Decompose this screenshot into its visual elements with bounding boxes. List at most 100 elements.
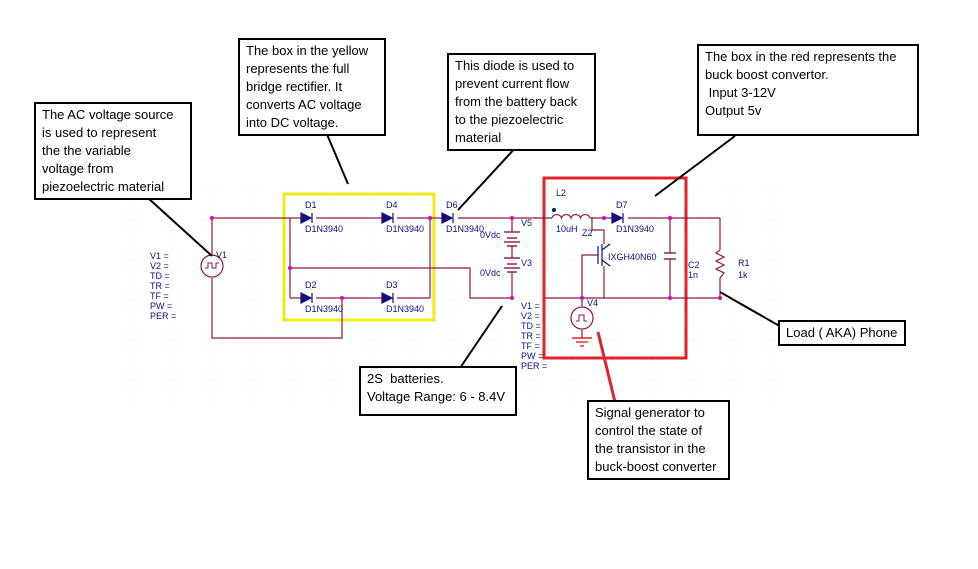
- capacitor-c2: [664, 252, 676, 260]
- junction-dot: [510, 216, 514, 220]
- note-bridge-rectifier: The box in the yellow represents the ful…: [238, 38, 386, 136]
- schematic-grid: [121, 189, 793, 401]
- label-v5-value: 0Vdc: [480, 230, 501, 240]
- note-ac-source: The AC voltage source is used to represe…: [34, 102, 192, 200]
- source-param: V1 =: [521, 301, 540, 311]
- note-line: buck boost convertor.: [705, 67, 829, 82]
- source-param: PER =: [521, 361, 547, 371]
- diode-d3: [381, 292, 394, 304]
- note-line: represents the full: [246, 61, 350, 76]
- buck-boost-box: [542, 176, 688, 360]
- note-line: to the piezoelectric: [455, 112, 564, 127]
- source-param: V1 =: [150, 251, 169, 261]
- note-blocking-diode: This diode is used to prevent current fl…: [447, 53, 596, 151]
- inductor-l2: [551, 208, 591, 220]
- note-line: 2S batteries.: [367, 371, 444, 386]
- note-line: This diode is used to: [455, 58, 575, 73]
- note-buck-boost: The box in the red represents the buck b…: [697, 44, 919, 136]
- note-load: Load ( AKA) Phone: [778, 320, 906, 346]
- junction-dot: [428, 216, 432, 220]
- junction-dot: [580, 296, 584, 300]
- pointer-lines: [147, 131, 784, 403]
- source-param: PW =: [521, 351, 543, 361]
- note-line: the transistor in the: [595, 441, 706, 456]
- source-param: TF =: [150, 291, 169, 301]
- ground-icon: [572, 337, 592, 347]
- label-d6: D6: [446, 200, 458, 210]
- label-l2: L2: [556, 188, 566, 198]
- note-line: Output 5v: [705, 103, 762, 118]
- note-line: voltage from: [42, 161, 114, 176]
- junction-dot: [210, 216, 214, 220]
- note-line: Signal generator to: [595, 405, 705, 420]
- v1-parameters: V1 =V2 =TD =TR =TF =PW =PER =: [150, 251, 176, 321]
- resistor-r1: [714, 249, 726, 279]
- pulse-source-v4: [570, 306, 594, 330]
- source-param: TD =: [521, 321, 541, 331]
- label-c2: C2: [688, 260, 700, 270]
- label-d4: D4: [386, 200, 398, 210]
- note-line: prevent current flow: [455, 76, 570, 91]
- label-v1: V1: [216, 250, 227, 260]
- note-line: into DC voltage.: [246, 115, 339, 130]
- note-signal-generator: Signal generator to control the state of…: [587, 400, 730, 480]
- diode-d7: [611, 212, 624, 224]
- note-line: bridge rectifier. It: [246, 79, 343, 94]
- source-param: TF =: [521, 341, 540, 351]
- label-d7: D7: [616, 200, 628, 210]
- junction-dot: [602, 216, 606, 220]
- note-line: Input 3-12V: [705, 85, 776, 100]
- label-v3: V3: [521, 258, 532, 268]
- source-param: PW =: [150, 301, 172, 311]
- junction-dot: [668, 296, 672, 300]
- label-d7-part: D1N3940: [616, 224, 654, 234]
- label-c2-value: 1n: [688, 270, 698, 280]
- note-line: the the variable: [42, 143, 131, 158]
- diode-d4: [381, 212, 394, 224]
- note-line: The AC voltage source: [42, 107, 174, 122]
- label-d6-part: D1N3940: [446, 224, 484, 234]
- diode-d2: [300, 292, 313, 304]
- junction-dot: [668, 216, 672, 220]
- label-d3-part: D1N3940: [386, 304, 424, 314]
- source-param: V2 =: [150, 261, 169, 271]
- component-labels: V1 D1 D1N3940 D4 D1N3940 D2 D1N3940 D3 D…: [216, 188, 750, 314]
- note-line: The box in the red represents the: [705, 49, 897, 64]
- junction-dot: [510, 296, 514, 300]
- diode-d6: [441, 212, 454, 224]
- diodes: [300, 212, 624, 304]
- transistor-z2: [597, 243, 611, 267]
- note-line: piezoelectric material: [42, 179, 165, 194]
- label-d3: D3: [386, 280, 398, 290]
- source-param: TD =: [150, 271, 170, 281]
- note-line: The box in the yellow: [246, 43, 369, 58]
- note-line: Voltage Range: 6 - 8.4V: [367, 389, 506, 404]
- label-d1: D1: [305, 200, 317, 210]
- note-line: control the state of: [595, 423, 702, 438]
- v4-parameters: V1 =V2 =TD =TR =TF =PW =PER =: [521, 301, 547, 371]
- label-v4: V4: [587, 298, 598, 308]
- battery-symbols: [504, 231, 520, 273]
- junctions: [210, 216, 722, 300]
- note-line: is used to represent: [42, 125, 157, 140]
- label-d4-part: D1N3940: [386, 224, 424, 234]
- source-param: TR =: [521, 331, 541, 341]
- junction-dot: [288, 266, 292, 270]
- note-line: material: [455, 130, 502, 145]
- label-r1-value: 1k: [738, 270, 748, 280]
- label-d2-part: D1N3940: [305, 304, 343, 314]
- label-z2-part: IXGH40N60: [608, 252, 657, 262]
- note-batteries: 2S batteries. Voltage Range: 6 - 8.4V: [359, 366, 517, 416]
- note-line: Load ( AKA) Phone: [786, 325, 898, 340]
- source-param: TR =: [150, 281, 170, 291]
- bridge-rectifier-box: [282, 192, 436, 322]
- junction-dot: [340, 296, 344, 300]
- note-line: converts AC voltage: [246, 97, 362, 112]
- diode-d1: [300, 212, 313, 224]
- label-d1-part: D1N3940: [305, 224, 343, 234]
- note-line: from the battery back: [455, 94, 578, 109]
- junction-dot: [718, 296, 722, 300]
- label-d2: D2: [305, 280, 317, 290]
- label-v3-value: 0Vdc: [480, 268, 501, 278]
